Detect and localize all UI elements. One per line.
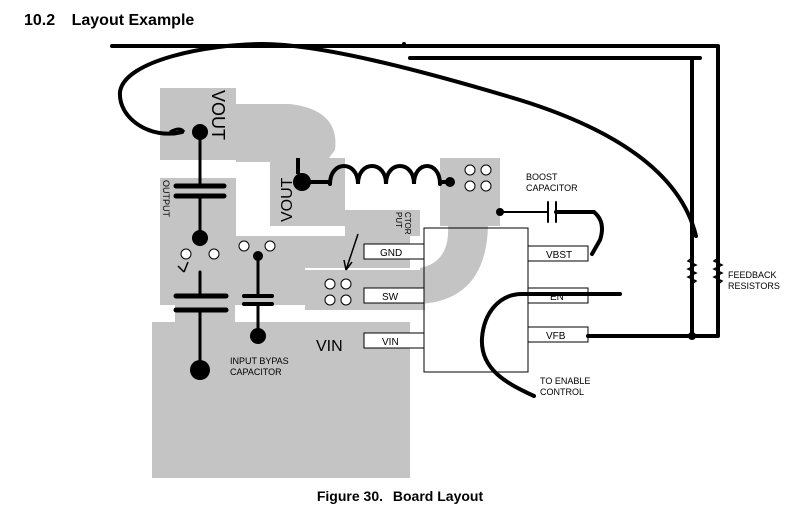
boost-capacitor-trace: [499, 201, 604, 256]
boost-via-cluster: [464, 164, 492, 192]
feedback-resistor-2: [712, 257, 724, 285]
feedback-traces: [110, 42, 720, 338]
vout-top-label: VOUT: [208, 90, 228, 140]
output-label: OUTPUT: [161, 180, 171, 218]
vout-mid-label: VOUT: [279, 177, 296, 222]
sense-loop-trace: [117, 41, 698, 238]
feedback-resistor-1: [686, 257, 698, 285]
boost-via: [496, 208, 504, 216]
input-ground-pour: [152, 322, 410, 478]
vout-sense-tail: [169, 127, 186, 134]
input-cap-fragment-line1: PUT: [394, 212, 403, 228]
input-cap-via-top: [253, 251, 263, 261]
section-heading: 10.2 Layout Example: [24, 12, 194, 30]
pin-vbst: [527, 245, 589, 262]
vfb-via: [688, 332, 696, 340]
output-cap-ground-pour: [160, 236, 410, 305]
pin-gnd-label: GND: [380, 248, 402, 259]
sw-via-cluster: [324, 278, 352, 306]
vout-top-pad: [160, 88, 336, 162]
inductor-right-via: [445, 177, 455, 187]
enable-control-trace: [479, 292, 622, 398]
pin-vbst-label: VBST: [546, 250, 572, 261]
gnd-pour-under-ic: [345, 210, 420, 236]
input-cap-via-bottom: [250, 328, 266, 344]
pin-sw-label: SW: [382, 292, 399, 303]
input-cap-fragment-line2: CTOR: [403, 212, 412, 235]
pin-vfb-label: VFB: [546, 331, 566, 342]
feedback-resistors: [686, 257, 724, 285]
pin-sw: [363, 287, 425, 304]
pin-vin-label: VIN: [382, 337, 399, 348]
ground-via-bottom: [190, 360, 210, 380]
pin-en-label: EN: [550, 292, 564, 303]
sw-pointer-arrow: [343, 233, 359, 271]
via-pointer-arrow: [177, 261, 189, 273]
vin-label: VIN: [316, 338, 343, 355]
inductor-left-via: [293, 173, 311, 191]
output-via-cluster: [180, 240, 276, 260]
input-bypass-cap: [242, 254, 274, 338]
pin-vin: [363, 332, 425, 349]
vout-inductor-pad: [270, 158, 345, 226]
feedback-trace-outer: [110, 44, 720, 338]
pin-gnd: [363, 243, 425, 260]
input-cap-fragment-label: PUT CTOR: [394, 212, 412, 235]
section-title: Layout Example: [71, 12, 195, 29]
output-cap-via: [192, 230, 208, 246]
figure-number: Figure 30.: [316, 488, 383, 504]
big-output-cap: [173, 270, 229, 370]
figure-caption: Figure 30. Board Layout: [0, 488, 800, 504]
figure-title: Board Layout: [392, 488, 484, 504]
vout-top-via: [192, 124, 208, 140]
sw-to-boost-trace: [420, 226, 488, 304]
section-number: 10.2: [24, 12, 56, 29]
